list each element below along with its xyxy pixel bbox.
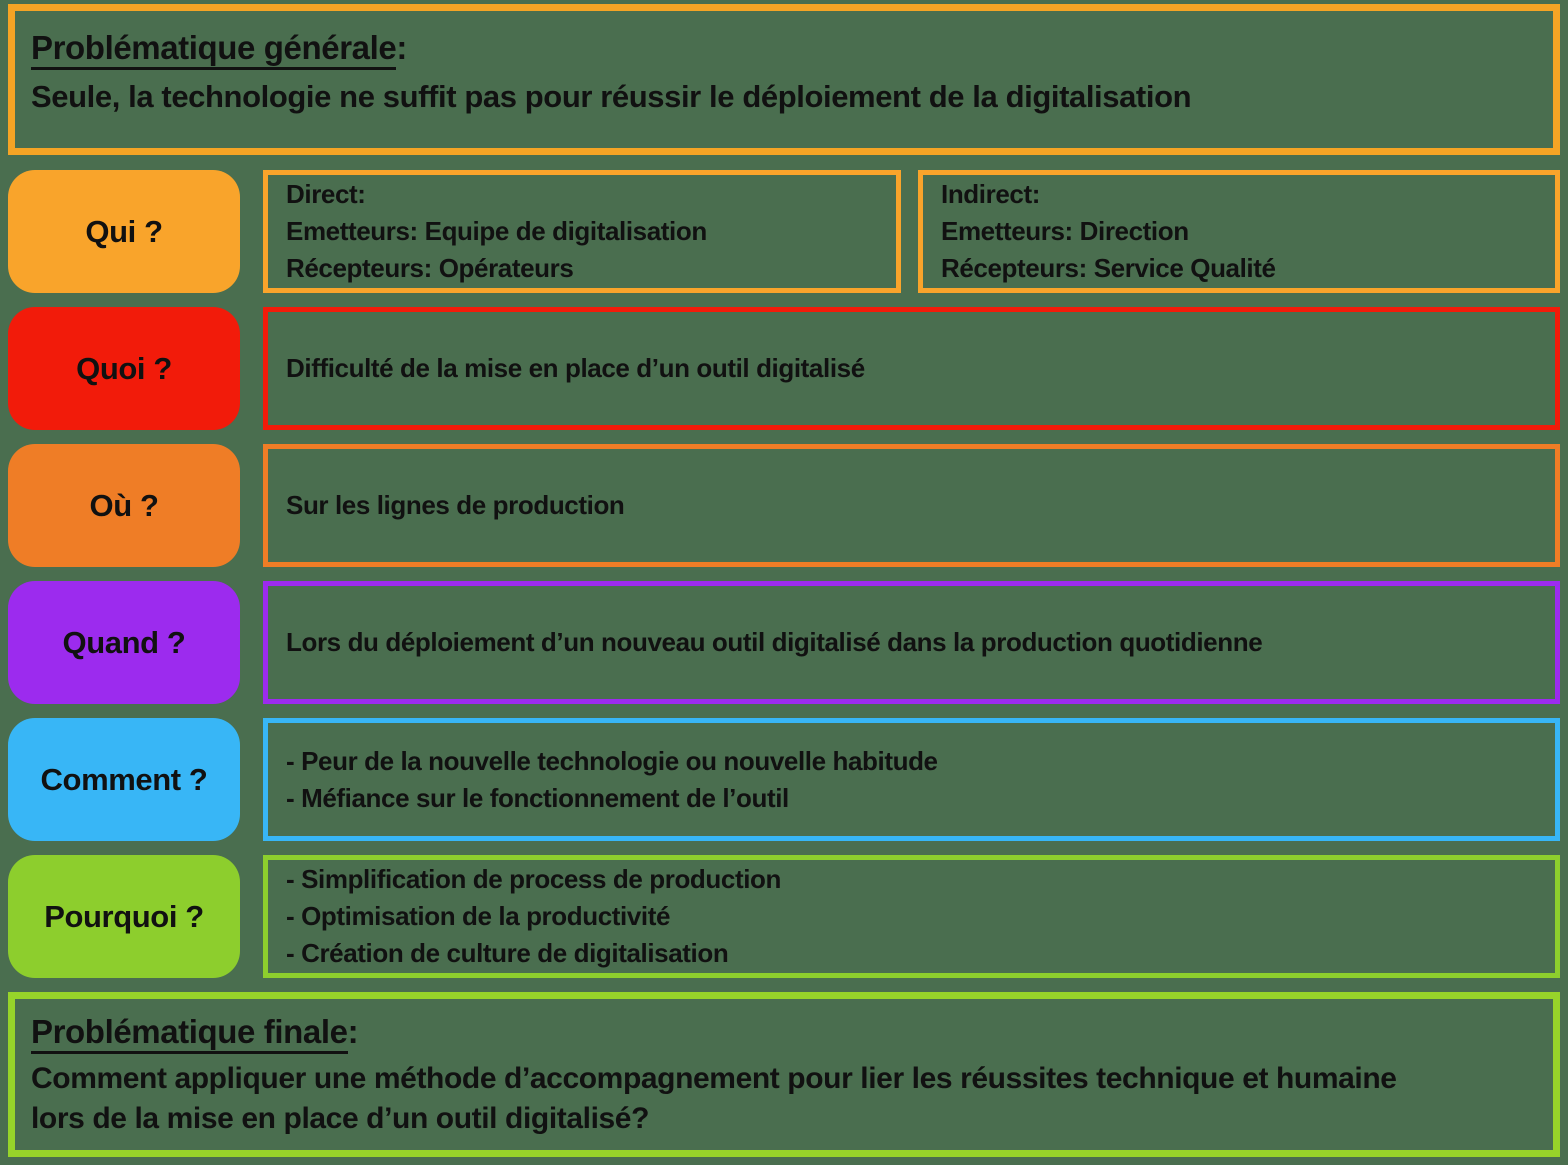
final-problem-body: Comment appliquer une méthode d’accompag… bbox=[31, 1059, 1537, 1139]
quand-content-box: Lors du déploiement d’un nouveau outil d… bbox=[263, 581, 1560, 704]
row-qui: Qui ? Direct: Emetteurs: Equipe de digit… bbox=[8, 170, 1560, 293]
content-line: Récepteurs: Service Qualité bbox=[941, 252, 1276, 283]
content-line: lors de la mise en place d’un outil digi… bbox=[31, 1102, 650, 1136]
content-line: Sur les lignes de production bbox=[286, 490, 625, 521]
ou-label: Où ? bbox=[8, 444, 240, 567]
content-line: Difficulté de la mise en place d’un outi… bbox=[286, 353, 865, 384]
general-problem-heading-text: Problématique générale bbox=[31, 29, 397, 70]
content-line: Emetteurs: Equipe de digitalisation bbox=[286, 216, 707, 247]
final-problem-heading: Problématique finale: bbox=[31, 1013, 1537, 1054]
content-line: Emetteurs: Direction bbox=[941, 216, 1189, 247]
comment-label: Comment ? bbox=[8, 718, 240, 841]
content-line: - Création de culture de digitalisation bbox=[286, 937, 729, 968]
row-quoi: Quoi ? Difficulté de la mise en place d’… bbox=[8, 307, 1560, 430]
general-problem-heading-colon: : bbox=[396, 29, 407, 66]
content-line: Direct: bbox=[286, 179, 366, 210]
qui-label: Qui ? bbox=[8, 170, 240, 293]
final-problem-heading-colon: : bbox=[347, 1013, 359, 1050]
content-line: - Peur de la nouvelle technologie ou nou… bbox=[286, 745, 938, 776]
quoi-content-box: Difficulté de la mise en place d’un outi… bbox=[263, 307, 1560, 430]
qui-direct-box: Direct: Emetteurs: Equipe de digitalisat… bbox=[263, 170, 901, 293]
general-problem-body: Seule, la technologie ne suffit pas pour… bbox=[31, 79, 1192, 114]
quand-label: Quand ? bbox=[8, 581, 240, 704]
comment-content-box: - Peur de la nouvelle technologie ou nou… bbox=[263, 718, 1560, 841]
content-line: - Optimisation de la productivité bbox=[286, 901, 671, 932]
final-problem-heading-text: Problématique finale bbox=[31, 1013, 348, 1054]
row-ou: Où ? Sur les lignes de production bbox=[8, 444, 1560, 567]
content-line: - Méfiance sur le fonctionnement de l’ou… bbox=[286, 782, 789, 813]
content-line: - Simplification de process de productio… bbox=[286, 864, 781, 895]
pourquoi-label: Pourquoi ? bbox=[8, 855, 240, 978]
content-line: Indirect: bbox=[941, 179, 1040, 210]
row-pourquoi: Pourquoi ? - Simplification de process d… bbox=[8, 855, 1560, 978]
content-line: Lors du déploiement d’un nouveau outil d… bbox=[286, 627, 1263, 658]
content-line: Récepteurs: Opérateurs bbox=[286, 252, 574, 283]
quoi-label: Quoi ? bbox=[8, 307, 240, 430]
pourquoi-content-box: - Simplification de process de productio… bbox=[263, 855, 1560, 978]
qui-indirect-box: Indirect: Emetteurs: Direction Récepteur… bbox=[918, 170, 1560, 293]
general-problem-heading: Problématique générale: bbox=[31, 29, 1537, 70]
content-line: Comment appliquer une méthode d’accompag… bbox=[31, 1062, 1397, 1095]
final-problem-box: Problématique finale: Comment appliquer … bbox=[8, 992, 1560, 1157]
ou-content-box: Sur les lignes de production bbox=[263, 444, 1560, 567]
row-comment: Comment ? - Peur de la nouvelle technolo… bbox=[8, 718, 1560, 841]
row-quand: Quand ? Lors du déploiement d’un nouveau… bbox=[8, 581, 1560, 704]
general-problem-box: Problématique générale: Seule, la techno… bbox=[8, 4, 1560, 155]
